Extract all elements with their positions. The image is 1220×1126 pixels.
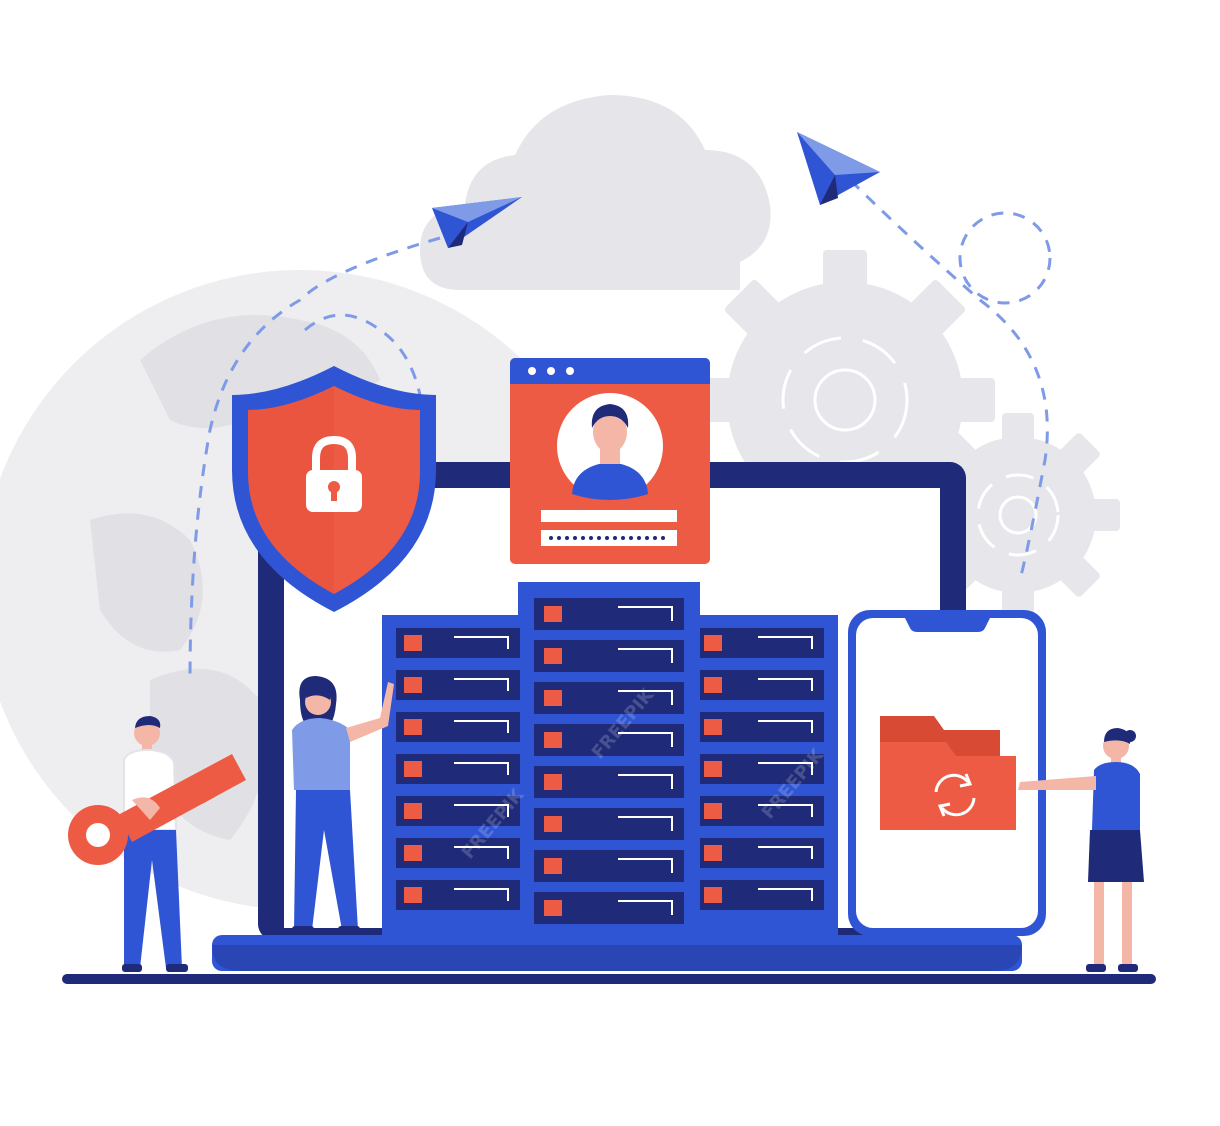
paper-plane-icon <box>797 132 880 205</box>
server-unit <box>700 628 824 658</box>
ground-line <box>62 974 1156 984</box>
folder-sync-icon <box>880 716 1016 830</box>
server-unit <box>534 892 684 924</box>
cloud-icon <box>420 95 771 290</box>
paper-plane-icon <box>432 197 522 248</box>
server-unit <box>534 850 684 882</box>
server-unit <box>700 880 824 910</box>
key-icon <box>68 754 246 865</box>
server-unit <box>534 682 684 714</box>
server-rack-icon <box>382 582 838 937</box>
server-unit <box>700 754 824 784</box>
user-profile-window-icon <box>510 358 710 564</box>
person-at-phone <box>1018 728 1144 972</box>
server-unit <box>396 628 520 658</box>
server-unit <box>396 670 520 700</box>
server-unit <box>534 766 684 798</box>
dashed-path <box>188 163 1052 681</box>
server-unit <box>396 754 520 784</box>
server-unit <box>396 796 520 826</box>
server-unit <box>700 796 824 826</box>
shield-lock-icon <box>232 366 436 612</box>
server-unit <box>396 880 520 910</box>
server-unit <box>534 808 684 840</box>
server-unit <box>534 598 684 630</box>
server-unit <box>700 670 824 700</box>
server-unit <box>396 838 520 868</box>
person-at-server <box>292 676 394 934</box>
server-unit <box>396 712 520 742</box>
server-unit <box>534 724 684 756</box>
server-unit <box>534 640 684 672</box>
server-unit <box>700 712 824 742</box>
server-unit <box>700 838 824 868</box>
